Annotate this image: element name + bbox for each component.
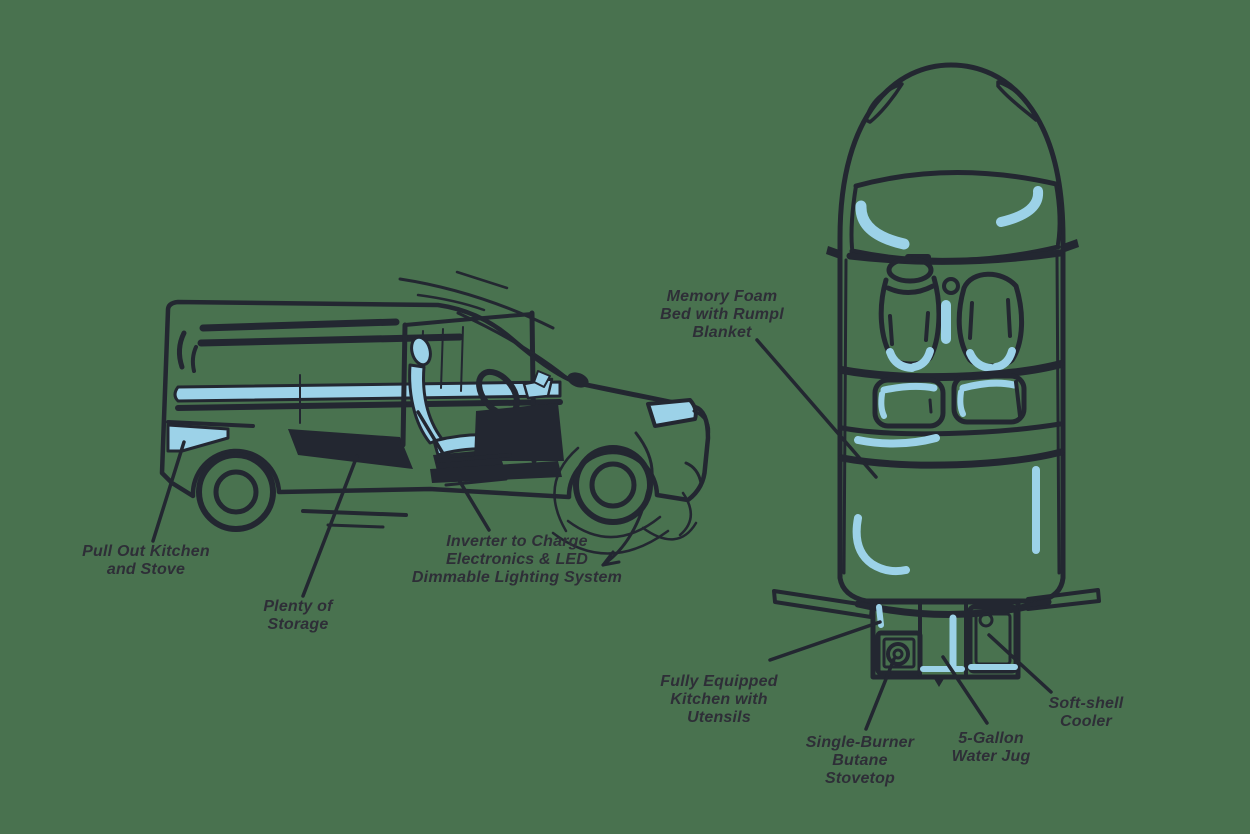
window-sill-trim <box>173 380 562 403</box>
passenger-seat <box>956 271 1025 372</box>
stove-burner-icon <box>886 642 910 666</box>
pillow-right <box>951 373 1027 425</box>
left-mirror <box>826 246 842 259</box>
leader-line-single-burner-stove <box>864 657 896 731</box>
label-single-burner-stove: Single-Burner Butane Stovetop <box>805 734 915 787</box>
leader-line-water-jug <box>941 655 989 725</box>
storage-bay <box>288 429 413 469</box>
blanket-fold <box>854 434 940 448</box>
top-van-body <box>826 62 1079 618</box>
label-soft-shell-cooler: Soft-shell Cooler <box>1048 695 1124 730</box>
right-mirror <box>1063 239 1079 252</box>
curved-arrow <box>601 488 650 567</box>
water-jug <box>920 614 965 687</box>
leader-line-soft-shell-cooler <box>987 633 1053 694</box>
leader-line-fully-equipped-kitchen <box>768 620 882 662</box>
label-memory-foam-bed: Memory Foam Bed with Rumpl Blanket <box>660 288 784 341</box>
leader-line-plenty-of-storage <box>301 454 359 598</box>
windshield-glare-left <box>855 200 910 250</box>
leader-line-inverter <box>416 410 491 532</box>
label-fully-equipped-kitchen: Fully Equipped Kitchen with Utensils <box>660 673 778 726</box>
label-plenty-of-storage: Plenty of Storage <box>263 598 333 633</box>
jug-spout <box>933 677 945 687</box>
sketch-swirls <box>301 446 698 555</box>
leader-line-memory-foam-bed <box>755 338 878 479</box>
rear-wheel <box>196 452 276 532</box>
pillow-left <box>872 377 946 429</box>
windshield-glare-right <box>996 186 1044 227</box>
label-pull-out-kitchen: Pull Out Kitchen and Stove <box>82 543 210 578</box>
label-inverter: Inverter to Charge Electronics & LED Dim… <box>411 533 623 586</box>
left-headlight <box>864 82 904 124</box>
butane-stovetop <box>875 630 923 676</box>
label-water-jug: 5-Gallon Water Jug <box>951 730 1031 765</box>
bed-area <box>838 360 1065 576</box>
soft-shell-cooler <box>967 604 1019 674</box>
right-support-leg <box>1026 588 1101 611</box>
side-mirror <box>567 372 589 388</box>
center-console <box>941 277 960 344</box>
leader-line-pull-out-kitchen <box>151 440 186 543</box>
driver-seat <box>878 256 942 372</box>
motion-lines <box>398 270 555 330</box>
right-headlight <box>996 80 1038 122</box>
front-wheel <box>573 445 653 525</box>
